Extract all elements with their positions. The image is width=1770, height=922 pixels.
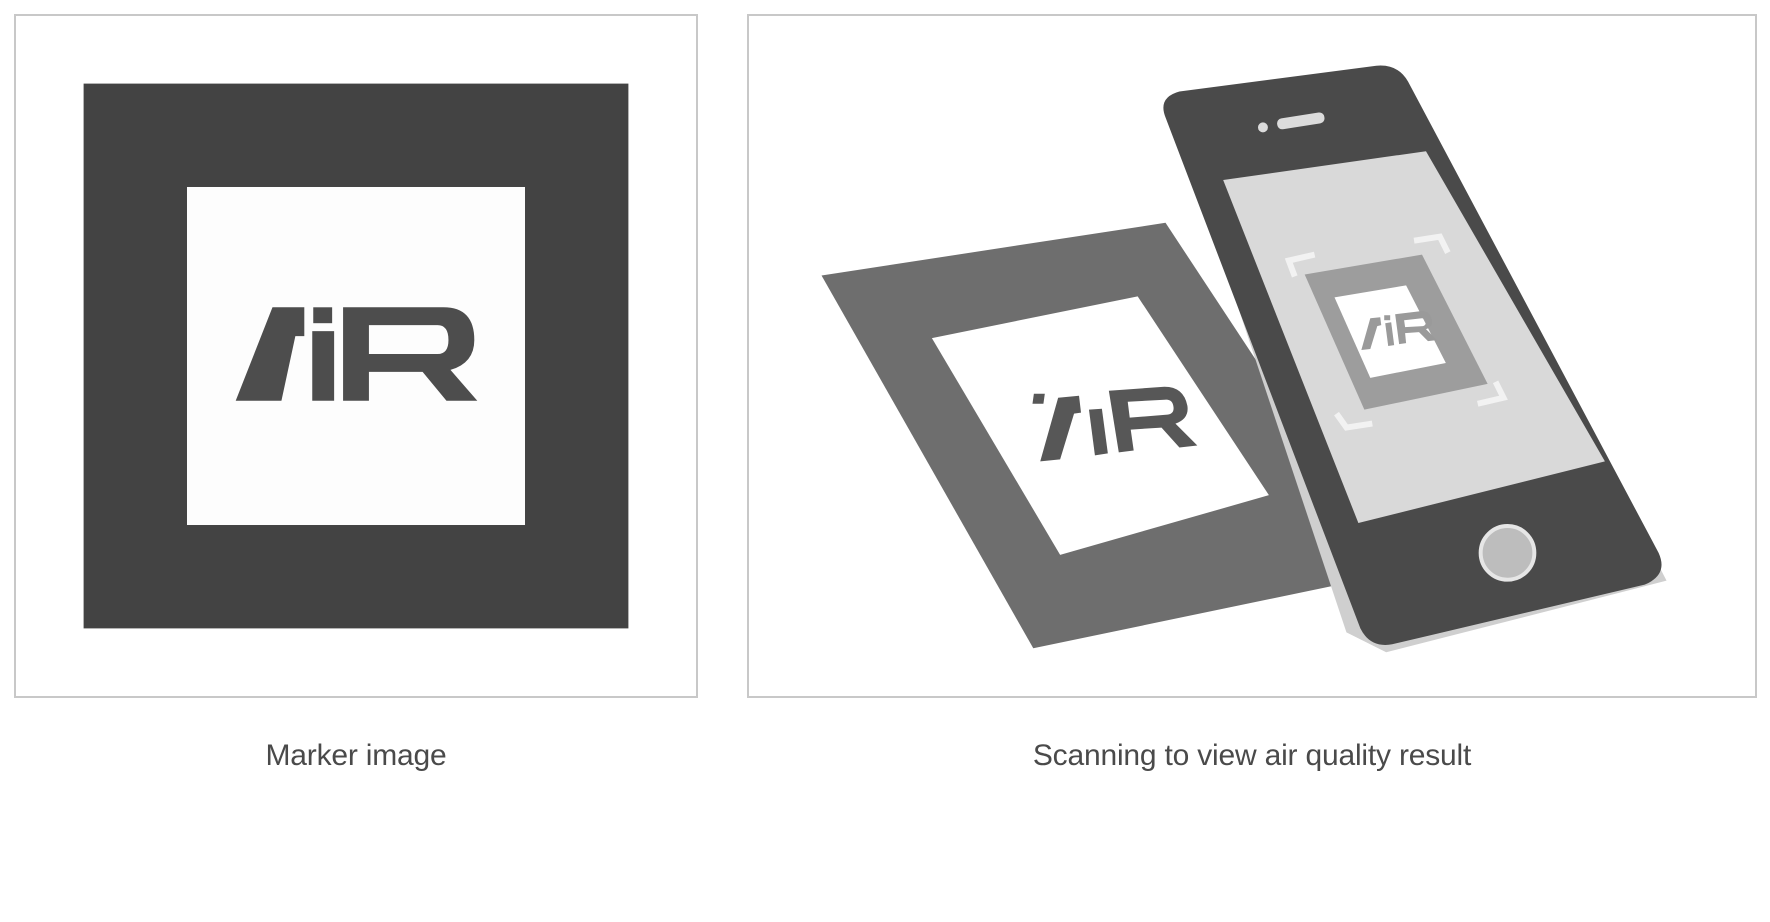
marker-image-caption: Marker image	[265, 739, 447, 772]
scanning-illustration-panel	[747, 14, 1757, 698]
marker-image-panel	[14, 14, 698, 698]
phone-earpiece	[1277, 112, 1325, 130]
phone-camera	[1257, 122, 1268, 133]
smartphone	[1163, 65, 1667, 653]
scanning-caption: Scanning to view air quality result	[1032, 739, 1472, 772]
air-logo	[235, 307, 478, 401]
scanning-illustration	[821, 65, 1667, 653]
marker-image	[83, 83, 629, 629]
scan-frame-corners	[1284, 233, 1508, 431]
tilted-air-logo	[1032, 386, 1198, 462]
home-button	[1478, 524, 1537, 582]
screen-air-logo	[1361, 311, 1437, 351]
tilted-marker-card	[821, 222, 1397, 649]
